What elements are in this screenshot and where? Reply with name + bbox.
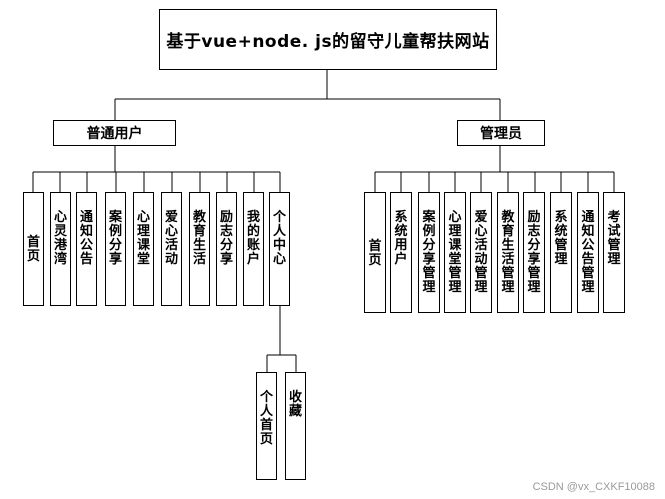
admin-node-1: 首页: [364, 192, 386, 313]
user-node-2: 心灵港湾: [50, 192, 71, 306]
admin-node-4: 心理课堂管理: [444, 192, 466, 313]
user-node-3: 通知公告: [76, 192, 97, 306]
user-node-5: 心理课堂: [133, 192, 154, 306]
admin-node-5: 爱心活动管理: [470, 192, 492, 313]
watermark: CSDN @vx_CXKF10088: [532, 481, 655, 493]
admin-node-3: 案例分享管理: [418, 192, 440, 313]
user-node-4: 案例分享: [105, 192, 126, 306]
admin-node-6: 教育生活管理: [497, 192, 519, 313]
admin-node-10: 考试管理: [603, 192, 625, 313]
user-node-8: 励志分享: [216, 192, 237, 306]
admin-node-9: 通知公告管理: [577, 192, 599, 313]
admin-node-8: 系统管理: [550, 192, 572, 313]
admin-group-box: 管理员: [457, 120, 545, 146]
sub-node-2: 收藏: [285, 372, 306, 480]
admin-node-7: 励志分享管理: [523, 192, 545, 313]
user-group-box: 普通用户: [53, 120, 176, 146]
user-node-1: 首页: [23, 192, 44, 306]
user-node-10: 个人中心: [269, 192, 290, 306]
user-node-7: 教育生活: [189, 192, 210, 306]
user-node-6: 爱心活动: [161, 192, 182, 306]
user-node-9: 我的账户: [243, 192, 264, 306]
admin-node-2: 系统用户: [390, 192, 412, 313]
sub-node-1: 个人首页: [256, 372, 277, 480]
diagram-title: 基于vue+node. js的留守儿童帮扶网站: [159, 9, 497, 70]
